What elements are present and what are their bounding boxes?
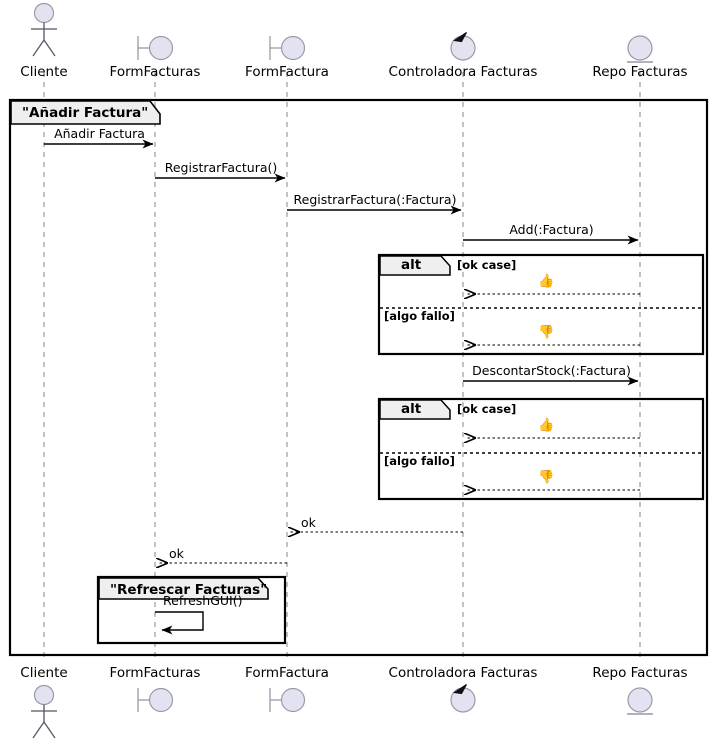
participant-label-bottom: Repo Facturas [592, 665, 688, 681]
message-1-label: Añadir Factura [54, 126, 145, 141]
message-8-label: 👍 [538, 418, 555, 433]
nested-frame [96, 575, 287, 645]
participant-label-bottom: FormFactura [245, 665, 329, 681]
message-4-label: Add(:Factura) [509, 222, 594, 237]
alt-fragment-1-tab [379, 255, 451, 276]
boundary-icon [148, 35, 174, 61]
actor-stick-figure-icon [33, 684, 55, 706]
participant-label-top: FormFacturas [109, 64, 201, 80]
entity-icon [627, 35, 653, 61]
alt-fragment-1-guard-2: [algo fallo] [384, 309, 455, 323]
message-7-label: DescontarStock(:Factura) [472, 363, 631, 378]
self-message-label: RefreshGUI() [163, 593, 243, 608]
actor-stick-figure-icon-leg-l [32, 721, 45, 739]
entity-icon [627, 687, 653, 713]
actor-stick-figure-icon-leg-r [43, 39, 56, 57]
participant-label-top: Repo Facturas [592, 64, 688, 80]
outer-frame-tab [10, 100, 161, 125]
nested-frame-title: "Refrescar Facturas" [110, 582, 268, 598]
alt-fragment-2-keyword: alt [401, 401, 422, 417]
alt-fragment-2-tab [379, 399, 451, 420]
alt-fragment-2 [377, 397, 705, 501]
message-6-label: 👎 [538, 325, 555, 340]
control-icon-arrowhead [452, 32, 467, 43]
participant-label-top: Cliente [20, 64, 68, 80]
participant-label-top: Controladora Facturas [388, 64, 538, 80]
boundary-icon [280, 35, 306, 61]
participant-label-bottom: Controladora Facturas [388, 665, 538, 681]
alt-fragment-1-guard-1: [ok case] [457, 258, 517, 272]
participant-label-bottom: FormFacturas [109, 665, 201, 681]
message-2-label: RegistrarFactura() [164, 160, 278, 175]
self-message-arrow [155, 611, 204, 635]
alt-fragment-1 [377, 253, 705, 356]
alt-fragment-2-guard-1: [ok case] [457, 402, 517, 416]
message-11-label: ok [169, 546, 184, 561]
outer-frame-title: "Añadir Factura" [22, 105, 149, 121]
actor-stick-figure-icon-leg-l [32, 39, 45, 57]
actor-stick-figure-icon-leg-r [43, 721, 56, 739]
message-3-label: RegistrarFactura(:Factura) [293, 192, 457, 207]
boundary-icon [280, 687, 306, 713]
actor-stick-figure-icon [33, 2, 55, 24]
message-5-label: 👍 [538, 274, 555, 289]
nested-frame-tab [98, 577, 269, 600]
message-9-label: 👎 [538, 470, 555, 485]
participant-label-top: FormFactura [245, 64, 329, 80]
outer-frame [8, 98, 709, 657]
alt-fragment-2-guard-2: [algo fallo] [384, 454, 455, 468]
boundary-icon [148, 687, 174, 713]
alt-fragment-1-keyword: alt [401, 257, 422, 273]
participant-label-bottom: Cliente [20, 665, 68, 681]
message-10-label: ok [301, 515, 316, 530]
control-icon-arrowhead [452, 684, 467, 695]
